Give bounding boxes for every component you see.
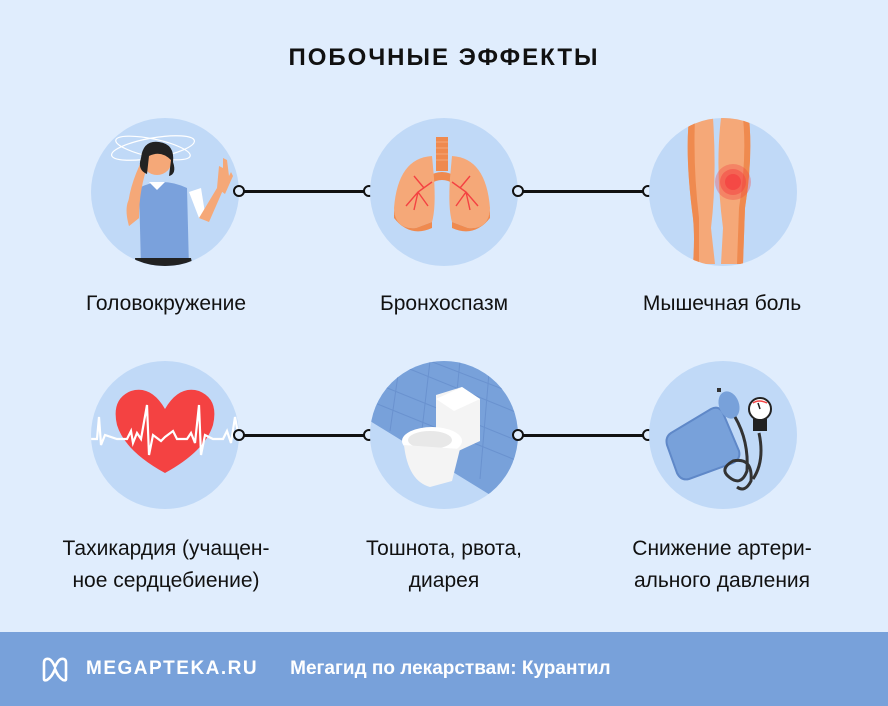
effect-label-muscle-pain: Мышечная боль <box>642 292 802 315</box>
nausea-illustration <box>370 361 518 509</box>
connector-2-3 <box>512 184 654 198</box>
muscle-pain-illustration <box>649 118 797 266</box>
bronchospasm-illustration <box>370 118 518 266</box>
brand-name[interactable]: MEGAPTEKA.RU <box>86 658 259 679</box>
footer-tagline: Мегагид по лекарствам: Курантил <box>290 658 611 679</box>
effect-label-tachycardia: Тахикардия (учащен- ное сердцебиение) <box>62 537 270 592</box>
low-blood-pressure-illustration <box>649 361 797 509</box>
dizziness-illustration <box>91 118 239 266</box>
megapteka-logo-icon <box>42 657 68 682</box>
lungs-icon <box>394 137 490 232</box>
tachycardia-illustration <box>91 361 239 509</box>
effect-label-dizziness: Головокружение <box>85 292 247 315</box>
toilet-icon <box>370 361 518 509</box>
footer-bar: MEGAPTEKA.RU Мегагид по лекарствам: Кура… <box>0 632 888 706</box>
effect-label-nausea: Тошнота, рвота, диарея <box>366 537 522 592</box>
page-title: ПОБОЧНЫЕ ЭФФЕКТЫ <box>288 44 600 71</box>
legs-pain-icon <box>687 118 751 264</box>
connector-1-2 <box>233 184 375 198</box>
effect-label-bronchospasm: Бронхоспазм <box>379 292 509 315</box>
dizzy-woman-icon <box>111 135 233 266</box>
heart-ecg-icon <box>91 389 239 473</box>
effect-label-low-blood-pressure: Снижение артери- ального давления <box>632 537 812 592</box>
connector-5-6 <box>512 428 654 442</box>
blood-pressure-monitor-icon <box>665 388 772 491</box>
connector-4-5 <box>233 428 375 442</box>
